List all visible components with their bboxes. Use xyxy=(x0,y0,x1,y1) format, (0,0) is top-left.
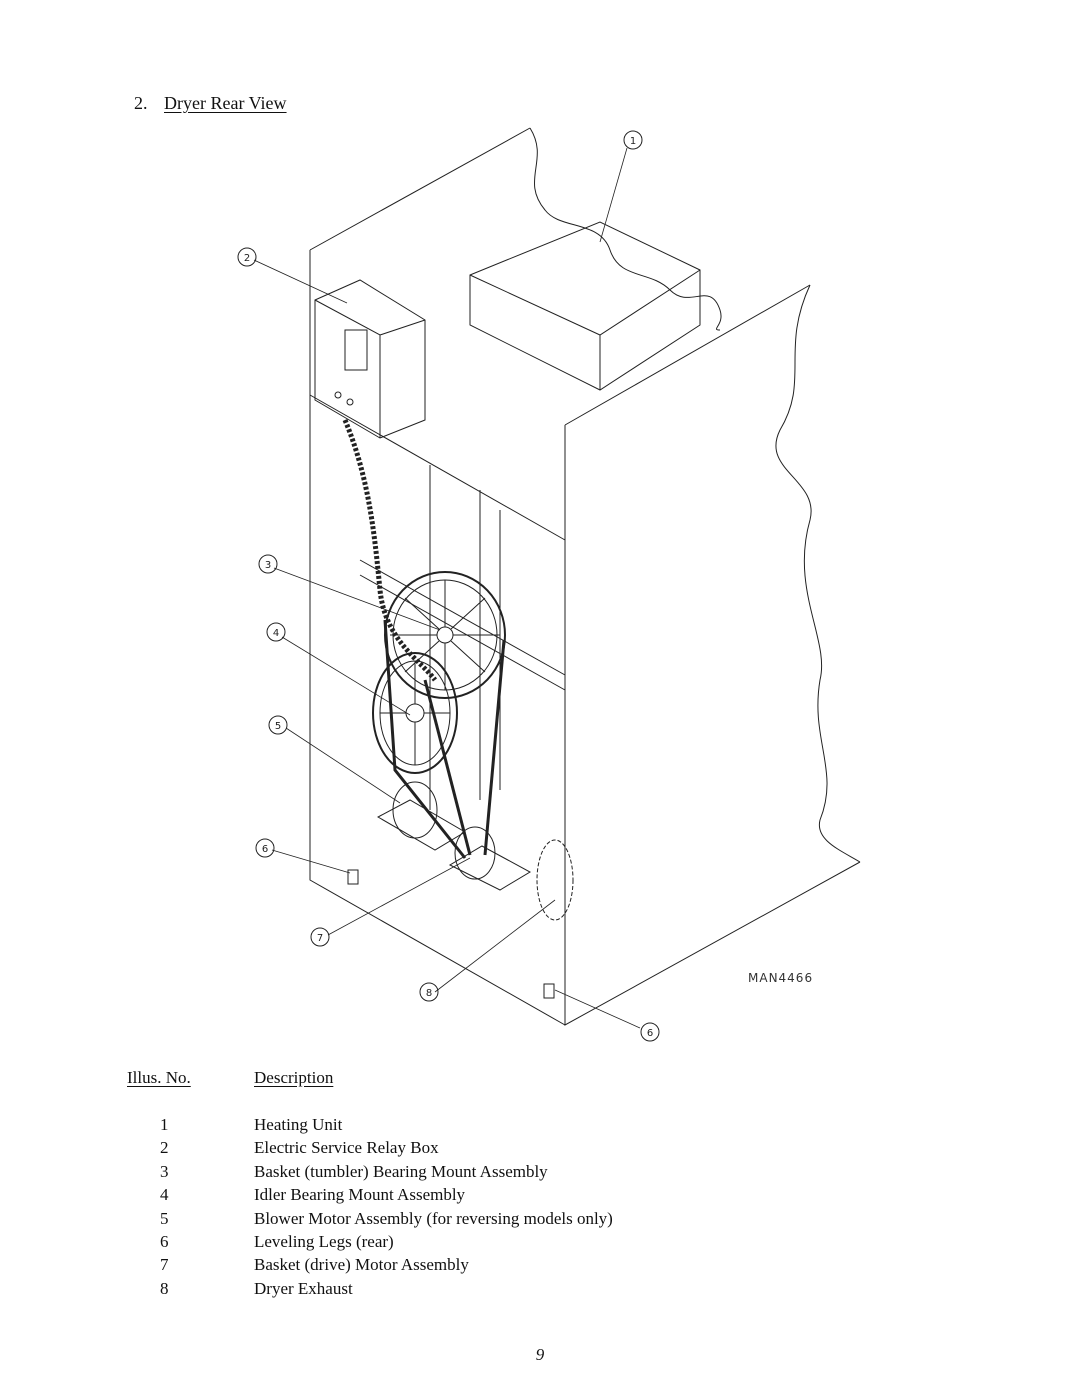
legend-number: 1 xyxy=(160,1115,169,1134)
legend-description: Basket (drive) Motor Assembly xyxy=(254,1255,469,1275)
basket-pulley xyxy=(385,572,505,698)
drive-belts xyxy=(385,620,504,858)
callout-label: 1 xyxy=(630,136,636,147)
leveling-legs xyxy=(348,870,554,998)
callout-circles xyxy=(238,131,659,1041)
legend-number: 6 xyxy=(160,1231,169,1251)
legend-description: Dryer Exhaust xyxy=(254,1278,353,1298)
cabinet-back-panel xyxy=(310,128,721,1025)
page-number: 9 xyxy=(535,1345,545,1364)
callout-label: 6 xyxy=(262,844,268,855)
legend-number: 5 xyxy=(160,1208,169,1228)
legend-row: 5 Blower Motor Assembly (for reversing m… xyxy=(150,1207,850,1230)
drive-motor xyxy=(450,827,530,890)
frame-rails xyxy=(360,465,565,810)
legend-row: 4 Idler Bearing Mount Assembly xyxy=(150,1183,850,1206)
callout-label: 6 xyxy=(647,1028,653,1039)
callout-label: 7 xyxy=(317,933,323,944)
cabinet-side-panel xyxy=(565,285,860,1025)
legend-description: Heating Unit xyxy=(254,1115,343,1134)
legend-row: 7 Basket (drive) Motor Assembly xyxy=(150,1253,850,1276)
callout-label: 2 xyxy=(244,253,250,264)
heading-title: Dryer Rear View xyxy=(164,93,287,113)
idler-pulley xyxy=(373,653,457,773)
drive-chain xyxy=(345,420,435,680)
callout-label: 4 xyxy=(273,628,279,639)
legend-row: 8 Dryer Exhaust xyxy=(150,1277,850,1300)
dryer-rear-view-diagram: 1 2 3 4 5 6 7 8 6 MAN4466 xyxy=(220,120,900,1050)
page-heading: 2. Dryer Rear View xyxy=(134,93,287,114)
leader-lines xyxy=(254,148,640,1028)
callout-label: 5 xyxy=(275,721,281,732)
heading-number: 2. xyxy=(134,93,148,113)
legend-row: 6 Leveling Legs (rear) xyxy=(150,1230,850,1253)
legend-description: Electric Service Relay Box xyxy=(254,1138,439,1158)
legend-row: 3 Basket (tumbler) Bearing Mount Assembl… xyxy=(150,1160,850,1183)
legend-description: Basket (tumbler) Bearing Mount Assembly xyxy=(254,1161,548,1181)
callout-labels: 1 2 3 4 5 6 7 8 6 xyxy=(244,136,653,1039)
callout-label: 3 xyxy=(265,560,271,571)
dryer-exhaust xyxy=(537,840,573,920)
legend-number: 2 xyxy=(160,1138,169,1158)
legend-list: 1 Heating Unit 2 Electric Service Relay … xyxy=(150,1113,850,1300)
legend-description: Idler Bearing Mount Assembly xyxy=(254,1185,466,1205)
legend-number: 4 xyxy=(160,1185,169,1205)
legend-number: 7 xyxy=(160,1255,169,1275)
legend-header-number: Illus. No. xyxy=(127,1068,191,1087)
legend-header-description: Description xyxy=(254,1068,334,1087)
legend-number: 3 xyxy=(160,1161,169,1181)
legend-description: Blower Motor Assembly (for reversing mod… xyxy=(254,1208,613,1228)
heating-unit-box xyxy=(470,222,700,390)
legend-row: 1 Heating Unit xyxy=(150,1113,850,1136)
blower-motor xyxy=(378,782,465,850)
legend-description: Leveling Legs (rear) xyxy=(254,1231,394,1251)
relay-box xyxy=(315,280,425,438)
legend-number: 8 xyxy=(160,1278,169,1298)
drawing-code: MAN4466 xyxy=(748,971,813,985)
callout-label: 8 xyxy=(426,988,432,999)
legend-row: 2 Electric Service Relay Box xyxy=(150,1136,850,1159)
shelf-line xyxy=(310,395,565,540)
